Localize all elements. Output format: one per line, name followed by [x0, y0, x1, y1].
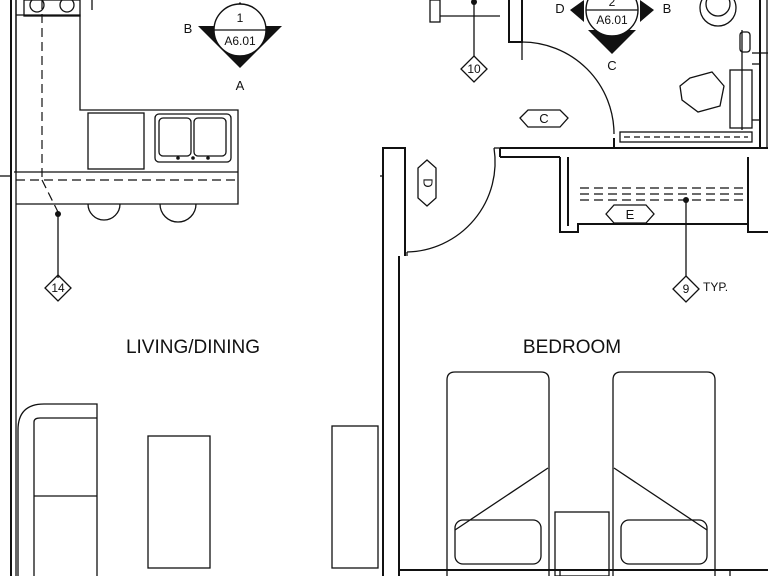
keynote-14: 14: [44, 274, 72, 302]
room-label-living-dining: LIVING/DINING: [126, 337, 260, 358]
bed-right: [612, 371, 716, 576]
section-marker-2-number: 2: [609, 0, 616, 9]
bed-left: [446, 371, 550, 576]
section-marker-2-sheet: A6.01: [596, 13, 628, 27]
section-marker-2-bottom: C: [607, 58, 616, 73]
tv-console: [331, 425, 379, 569]
entry-fixture: [429, 0, 500, 56]
kitchen-counter: [14, 0, 239, 278]
nightstand: [554, 511, 610, 576]
elevation-tag-d: D: [417, 159, 437, 207]
section-marker-2-left: D: [555, 1, 564, 16]
section-marker-2-right: B: [663, 1, 672, 16]
svg-text:E: E: [626, 207, 635, 222]
svg-text:10: 10: [467, 62, 481, 76]
section-marker-1-sheet: A6.01: [224, 34, 256, 48]
elevation-tag-c: C: [519, 109, 569, 128]
svg-text:9: 9: [683, 282, 690, 296]
keynote-9-suffix: TYP.: [703, 280, 728, 294]
room-label-bedroom: BEDROOM: [523, 337, 621, 358]
section-marker-1-bottom: A: [236, 78, 245, 93]
elevation-tag-e: E: [605, 204, 655, 224]
coffee-table: [147, 435, 211, 569]
section-marker-1-left: B: [184, 21, 193, 36]
bathroom-fixtures: [679, 0, 760, 130]
section-marker-1: 1 A6.01 B A: [184, 2, 282, 93]
keynote-9: 9 TYP.: [672, 197, 728, 303]
svg-text:D: D: [421, 178, 436, 187]
svg-text:14: 14: [51, 281, 65, 295]
section-marker-1-number: 1: [237, 11, 244, 25]
sofa: [17, 403, 98, 576]
keynote-10: 10: [460, 55, 488, 83]
svg-text:C: C: [539, 111, 548, 126]
section-marker-2: 2 A6.01 D B C: [555, 0, 671, 73]
doors: [406, 41, 753, 256]
